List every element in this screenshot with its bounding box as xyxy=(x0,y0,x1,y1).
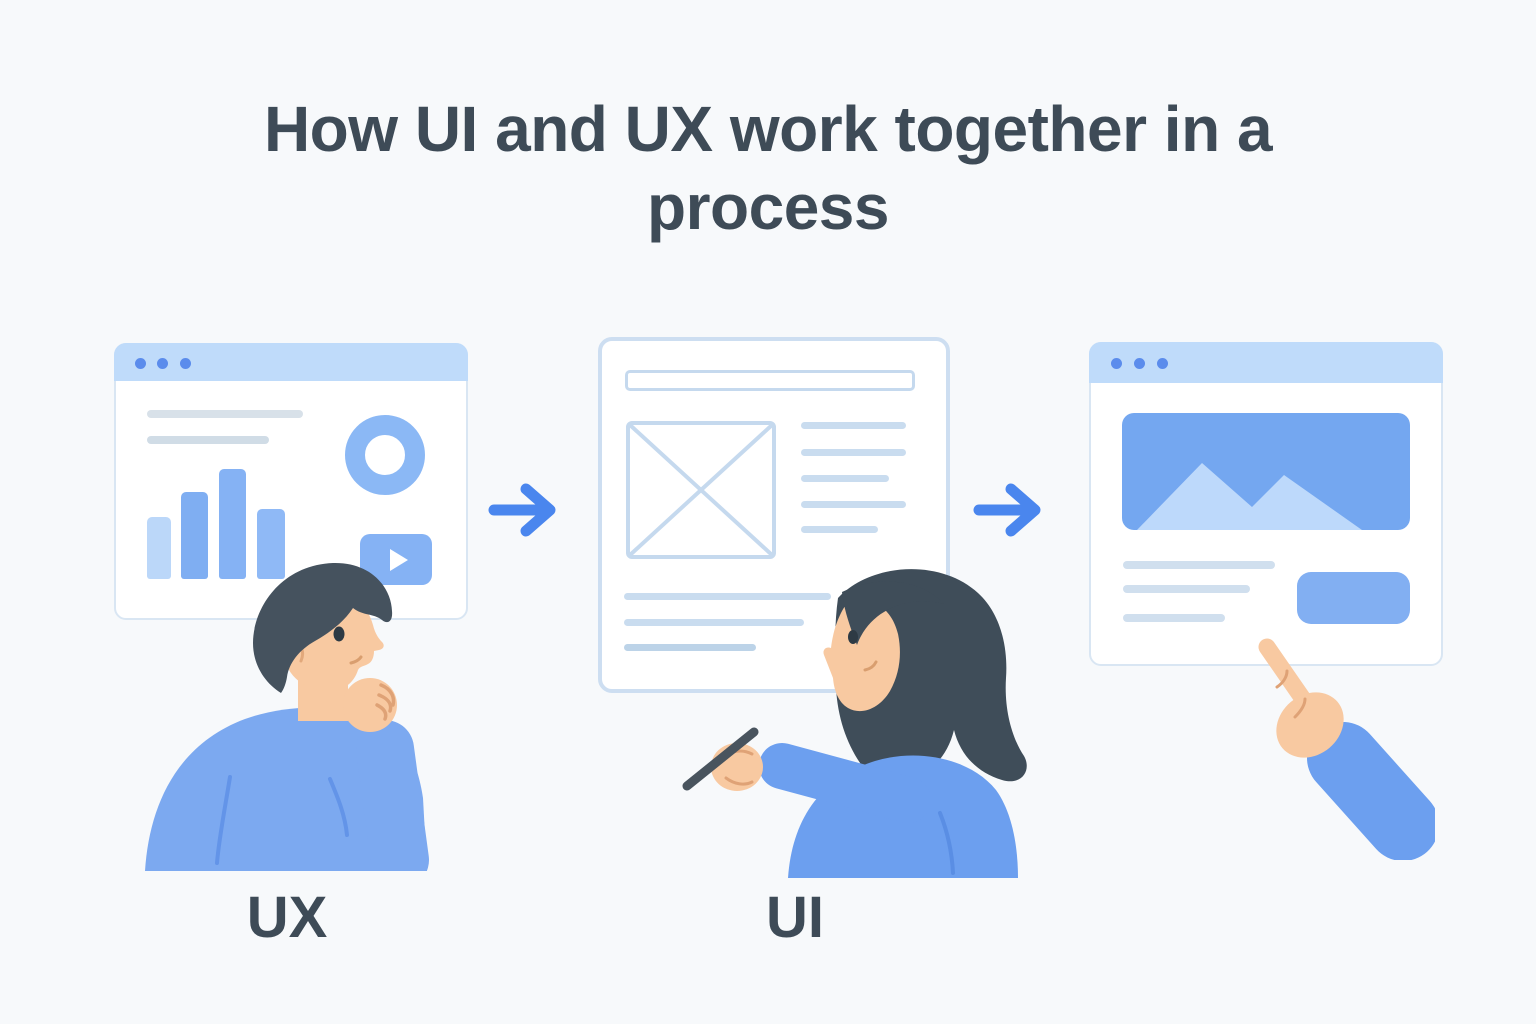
browser-titlebar xyxy=(1089,342,1443,383)
fist xyxy=(1276,692,1344,758)
text-line-placeholder xyxy=(1123,614,1225,622)
eye xyxy=(333,626,345,642)
face xyxy=(823,599,900,712)
hair-fringe xyxy=(842,581,944,645)
page-title: How UI and UX work together in a process xyxy=(263,93,1273,243)
text-line-placeholder xyxy=(624,593,831,600)
text-line-placeholder xyxy=(147,410,303,418)
smile xyxy=(349,655,363,665)
index-finger xyxy=(1258,638,1312,708)
text-line-placeholder xyxy=(801,475,889,482)
hair xyxy=(253,562,393,693)
pointing-hand-icon xyxy=(1258,638,1435,860)
text-line-placeholder xyxy=(624,619,804,626)
label-ui: UI xyxy=(766,885,824,950)
mountain-shape xyxy=(1137,463,1362,530)
arrow-right-icon xyxy=(973,483,1041,537)
text-line-placeholder xyxy=(801,449,906,456)
pen-icon xyxy=(682,727,759,791)
wireframe-header-bar xyxy=(625,370,915,391)
window-dot-icon xyxy=(1157,358,1168,369)
smile xyxy=(863,660,878,672)
image-placeholder-icon xyxy=(626,421,776,559)
ui-designer-figure xyxy=(682,569,1027,878)
window-dot-icon xyxy=(135,358,146,369)
final-ui-window xyxy=(1089,342,1443,666)
browser-titlebar xyxy=(114,343,468,381)
text-line-placeholder xyxy=(624,644,756,651)
text-line-placeholder xyxy=(1123,561,1275,569)
text-line-placeholder xyxy=(801,526,878,533)
mountain-image-icon xyxy=(1122,413,1410,530)
chart-bar xyxy=(181,492,208,579)
window-dot-icon xyxy=(157,358,168,369)
window-dot-icon xyxy=(1111,358,1122,369)
sleeve xyxy=(1307,722,1435,860)
arrow-right-icon xyxy=(488,483,556,537)
chart-bar xyxy=(257,509,285,579)
chart-bar xyxy=(219,469,246,579)
cta-button xyxy=(1297,572,1410,624)
chart-bar xyxy=(147,517,171,579)
text-line-placeholder xyxy=(801,501,906,508)
sleeve xyxy=(759,743,931,823)
play-triangle-icon xyxy=(389,548,408,571)
knuckle-lines xyxy=(1275,669,1307,719)
text-line-placeholder xyxy=(801,422,906,429)
ux-designer-figure xyxy=(145,562,429,871)
window-dot-icon xyxy=(1134,358,1145,369)
label-ux: UX xyxy=(246,885,328,950)
text-line-placeholder xyxy=(1123,585,1250,593)
text-line-placeholder xyxy=(147,436,269,444)
eye xyxy=(848,630,858,644)
sleeve xyxy=(356,720,429,871)
finger-lines xyxy=(375,683,396,721)
ux-analytics-window xyxy=(114,343,468,620)
window-dot-icon xyxy=(180,358,191,369)
donut-chart-icon xyxy=(345,415,425,495)
